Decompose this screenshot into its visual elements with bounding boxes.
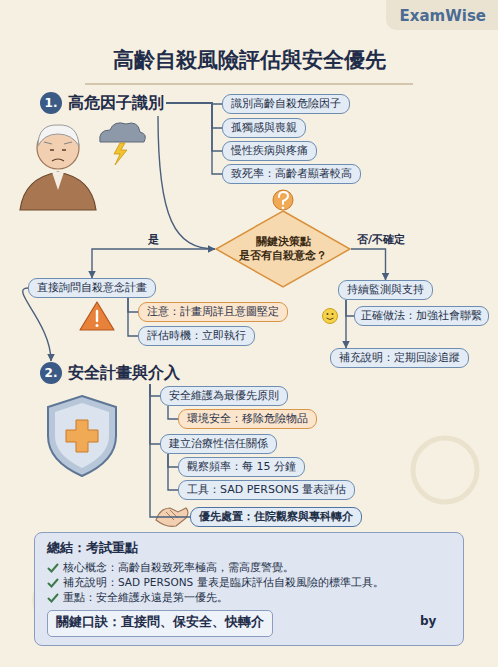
node-text: 注意：計畫周詳且意圖堅定 — [147, 305, 279, 319]
check-stroke — [49, 564, 58, 571]
section-heading: 安全計畫與介入 — [68, 363, 180, 384]
principle-box: 建立治療性信任關係 — [160, 434, 277, 454]
diagram-title: 高齡自殺風險評估與安全優先 — [0, 46, 498, 74]
section-number: 2. — [40, 362, 62, 384]
connector — [166, 103, 222, 128]
summary-item: 補充說明：SAD PERSONS 量表是臨床評估自殺風險的標準工具。 — [63, 575, 384, 590]
node-text: 安全維護為最優先原則 — [169, 389, 279, 403]
connector — [158, 116, 215, 249]
connector — [150, 384, 160, 396]
edge-label: 否/不確定 — [354, 232, 408, 247]
credit-text: by — [420, 614, 436, 628]
node-text: 評估時機：立即執行 — [147, 329, 246, 343]
section-header: 1. 高危因子識別 — [40, 92, 164, 114]
note-box: 環境安全：移除危險物品 — [178, 409, 317, 429]
summary-row: 重點：安全維護永遠是第一優先。 — [47, 590, 451, 605]
node-text: 環境安全：移除危險物品 — [187, 412, 308, 426]
section-header: 2. 安全計畫與介入 — [40, 362, 180, 384]
note-box: 工具：SAD PERSONS 量表評估 — [178, 480, 355, 500]
brand-tag: ExamWise — [386, 0, 498, 30]
connector — [166, 103, 222, 151]
note-box: 評估時機：立即執行 — [138, 326, 255, 346]
question-icon — [273, 190, 293, 210]
summary-row: 補充說明：SAD PERSONS 量表是臨床評估自殺風險的標準工具。 — [47, 575, 451, 590]
factor-box: 孤獨感與喪親 — [222, 118, 306, 138]
factor-box: 慢性疾病與疼痛 — [222, 141, 317, 161]
mnemonic-box: 關鍵口訣：直接問、保安全、快轉介 — [47, 610, 273, 637]
node-text: 致死率：高齡者顯著較高 — [231, 167, 352, 181]
check-mark — [47, 592, 59, 604]
node-text: 關鍵口訣：直接問、保安全、快轉介 — [56, 613, 264, 631]
connector — [168, 454, 178, 467]
connector — [128, 298, 138, 336]
connector — [345, 300, 346, 348]
connector — [128, 298, 138, 312]
diamond-outline — [216, 211, 350, 287]
node-text: 觀察頻率：每 15 分鐘 — [187, 460, 296, 474]
summary-title: 總結：考試重點 — [47, 539, 451, 557]
node-text: 關鍵決策點 — [256, 235, 311, 249]
principle-box: 安全維護為最優先原則 — [160, 386, 288, 406]
shield-icon — [48, 396, 116, 476]
warning-box: 注意：計畫周詳且意圖堅定 — [138, 302, 288, 322]
node-text: 持續監測與支持 — [347, 283, 424, 297]
summary-panel: 總結：考試重點核心概念：高齡自殺致死率極高，需高度警覺。補充說明：SAD PER… — [34, 532, 464, 646]
node-text: 識別高齡自殺危險因子 — [231, 97, 341, 111]
connector — [92, 249, 215, 278]
priority-box: 優先處置：住院觀察與專科轉介 — [190, 507, 362, 527]
note-box: 正確做法：加強社會聯繫 — [354, 306, 489, 326]
note-box: 補充說明：定期回診追蹤 — [330, 348, 469, 368]
node-text: 正確做法：加強社會聯繫 — [361, 309, 482, 323]
connector — [168, 406, 178, 419]
warning-icon — [80, 302, 114, 330]
decision-diamond: 關鍵決策點是否有自殺意念？ — [215, 210, 351, 288]
connector — [166, 103, 222, 174]
section-heading: 高危因子識別 — [68, 93, 164, 114]
check-mark — [47, 577, 59, 589]
node-text: 工具：SAD PERSONS 量表評估 — [187, 483, 346, 497]
node-text: 直接詢問自殺意念計畫 — [37, 281, 147, 295]
connector — [346, 300, 354, 316]
connector — [150, 384, 160, 444]
process-box: 持續監測與支持 — [338, 280, 433, 300]
connector — [351, 249, 386, 280]
check-stroke — [49, 594, 58, 601]
node-text: 建立治療性信任關係 — [169, 437, 268, 451]
process-box: 直接詢問自殺意念計畫 — [28, 278, 156, 298]
node-text: 慢性疾病與疼痛 — [231, 144, 308, 158]
summary-item: 核心概念：高齡自殺致死率極高，需高度警覺。 — [63, 560, 294, 575]
node-text: 是否有自殺意念？ — [239, 249, 327, 263]
smiley-icon — [323, 309, 338, 324]
node-text: 孤獨感與喪親 — [231, 121, 297, 135]
factor-box: 致死率：高齡者顯著較高 — [222, 164, 361, 184]
check-mark — [47, 562, 59, 574]
summary-item: 重點：安全維護永遠是第一優先。 — [63, 590, 228, 605]
connector — [23, 288, 51, 361]
connector — [168, 454, 178, 490]
note-box: 觀察頻率：每 15 分鐘 — [178, 457, 305, 477]
storm-cloud — [100, 123, 146, 165]
section-number: 1. — [40, 92, 62, 114]
summary-row: 核心概念：高齡自殺致死率極高，需高度警覺。 — [47, 560, 451, 575]
node-text: 優先處置：住院觀察與專科轉介 — [199, 510, 353, 524]
factor-box: 識別高齡自殺危險因子 — [222, 94, 350, 114]
check-stroke — [49, 579, 58, 586]
elderly-figure — [20, 125, 96, 210]
node-text: 補充說明：定期回診追蹤 — [339, 351, 460, 365]
edge-label: 是 — [145, 232, 162, 247]
